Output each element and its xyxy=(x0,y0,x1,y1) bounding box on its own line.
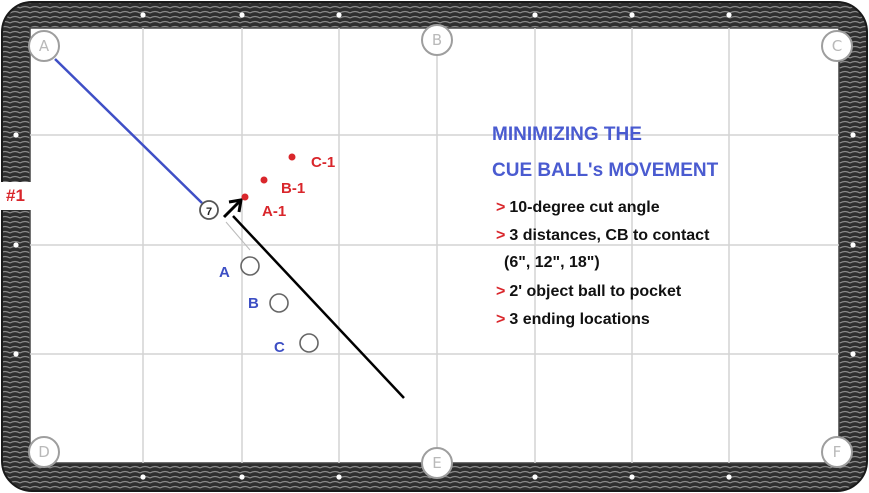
rail-diamond xyxy=(629,12,635,18)
bullet-marker: > xyxy=(496,199,506,216)
rail-diamond xyxy=(13,242,19,248)
bullet-text: 3 distances, CB to contact xyxy=(509,227,710,244)
cue-position-a: A xyxy=(219,256,260,281)
svg-text:B-1: B-1 xyxy=(281,180,305,197)
target-b1: B-1 xyxy=(260,176,305,197)
object-ball-path-line xyxy=(54,58,203,204)
svg-text:B: B xyxy=(248,295,259,312)
svg-text:C-1: C-1 xyxy=(311,154,335,171)
bullet-1: >10-degree cut angle xyxy=(496,199,660,217)
rail-diamond xyxy=(850,242,856,248)
cue-direction-arrow xyxy=(222,198,243,219)
svg-text:D: D xyxy=(38,443,50,461)
rail-diamond xyxy=(629,474,635,480)
pocket-b: B xyxy=(421,24,453,56)
svg-text:C: C xyxy=(274,339,285,356)
bullet-3-continuation: (6", 12", 18") xyxy=(504,254,600,272)
rail-diamond xyxy=(239,474,245,480)
svg-text:A-1: A-1 xyxy=(262,203,286,220)
pocket-c: C xyxy=(821,30,853,62)
bullet-marker: > xyxy=(496,227,506,244)
rail-diamond xyxy=(13,351,19,357)
object-ball-7: 7 xyxy=(199,200,219,220)
target-a1: A-1 xyxy=(241,193,286,220)
contact-guide-line xyxy=(225,221,251,251)
bullet-4: >2' object ball to pocket xyxy=(496,283,681,301)
rail-diamonds xyxy=(13,12,856,480)
pocket-e: E xyxy=(421,447,453,479)
pocket-a: A xyxy=(28,30,60,62)
cue-stick-line xyxy=(232,215,405,399)
rail-diamond xyxy=(850,351,856,357)
rail-diamond xyxy=(532,474,538,480)
rail-diamond xyxy=(336,474,342,480)
title-line-2: CUE BALL's MOVEMENT xyxy=(492,160,719,181)
bullet-text: 10-degree cut angle xyxy=(509,199,660,216)
diagram-number-tag: #1 xyxy=(0,182,40,210)
cue-position-b: B xyxy=(248,293,289,313)
rail-diamond xyxy=(239,12,245,18)
bullet-text: (6", 12", 18") xyxy=(504,254,600,271)
rail-diamond xyxy=(726,12,732,18)
rail-diamond xyxy=(850,132,856,138)
rail-diamond xyxy=(336,12,342,18)
svg-text:B: B xyxy=(432,31,442,49)
rail-diamond xyxy=(140,12,146,18)
bullet-2: >3 distances, CB to contact xyxy=(496,227,709,245)
bullet-text: 3 ending locations xyxy=(509,311,650,328)
table-grid xyxy=(30,28,839,463)
rail-diamond xyxy=(140,474,146,480)
svg-text:A: A xyxy=(39,37,50,55)
bullet-text: 2' object ball to pocket xyxy=(509,283,682,300)
title-line-1: MINIMIZING THE xyxy=(492,124,642,145)
bullet-5: >3 ending locations xyxy=(496,311,650,329)
cue-position-c: C xyxy=(274,333,319,356)
svg-text:E: E xyxy=(432,454,441,472)
pocket-d: D xyxy=(28,436,60,468)
bullet-marker: > xyxy=(496,283,506,300)
svg-text:C: C xyxy=(832,37,842,55)
svg-text:F: F xyxy=(833,443,842,461)
svg-text:7: 7 xyxy=(206,206,212,218)
rail-diamond xyxy=(726,474,732,480)
pocket-f: F xyxy=(821,436,853,468)
rail-diamond xyxy=(532,12,538,18)
svg-text:A: A xyxy=(219,264,230,281)
bullet-marker: > xyxy=(496,311,506,328)
rail-diamond xyxy=(13,132,19,138)
target-c1: C-1 xyxy=(288,153,335,171)
